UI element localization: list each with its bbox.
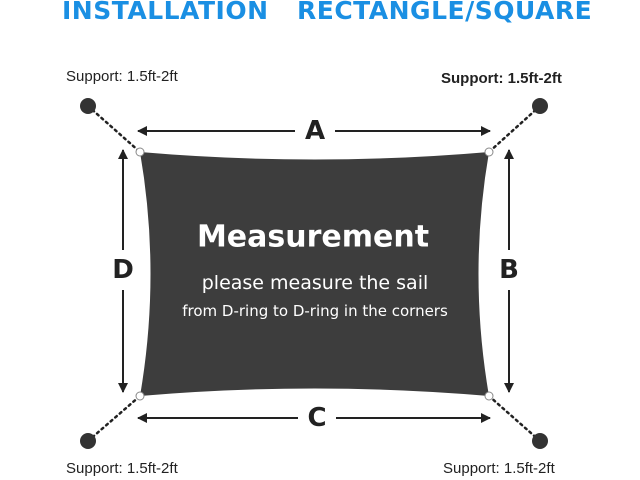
d-ring-bottom-left [135, 391, 145, 401]
dimension-label-d: D [112, 255, 134, 285]
support-post-top-right [532, 98, 548, 114]
d-ring-top-right [484, 147, 494, 157]
tie-line-bottom-right [487, 394, 542, 443]
dimension-label-c: C [307, 403, 326, 433]
support-post-bottom-right [532, 433, 548, 449]
sail-instruction-line2: from D-ring to D-ring in the corners [182, 302, 448, 320]
header-installation: INSTALLATION [62, 0, 269, 25]
support-label-bottom-left: Support: 1.5ft-2ft [66, 460, 178, 477]
sail-instruction-line1: please measure the sail [202, 272, 429, 294]
tie-line-top-right [487, 104, 542, 154]
d-ring-top-left [135, 147, 145, 157]
tie-line-top-left [86, 104, 142, 154]
support-label-top-right: Support: 1.5ft-2ft [441, 70, 562, 87]
tie-line-bottom-left [86, 394, 142, 443]
d-ring-bottom-right [484, 391, 494, 401]
dimension-label-a: A [305, 116, 325, 146]
support-label-bottom-right: Support: 1.5ft-2ft [443, 460, 555, 477]
sail-title: Measurement [197, 220, 429, 255]
header-rectangle-square: RECTANGLE/SQUARE [297, 0, 593, 25]
support-post-top-left [80, 98, 96, 114]
shade-sail [140, 152, 489, 396]
support-label-top-left: Support: 1.5ft-2ft [66, 68, 178, 85]
support-post-bottom-left [80, 433, 96, 449]
dimension-label-b: B [499, 255, 519, 285]
